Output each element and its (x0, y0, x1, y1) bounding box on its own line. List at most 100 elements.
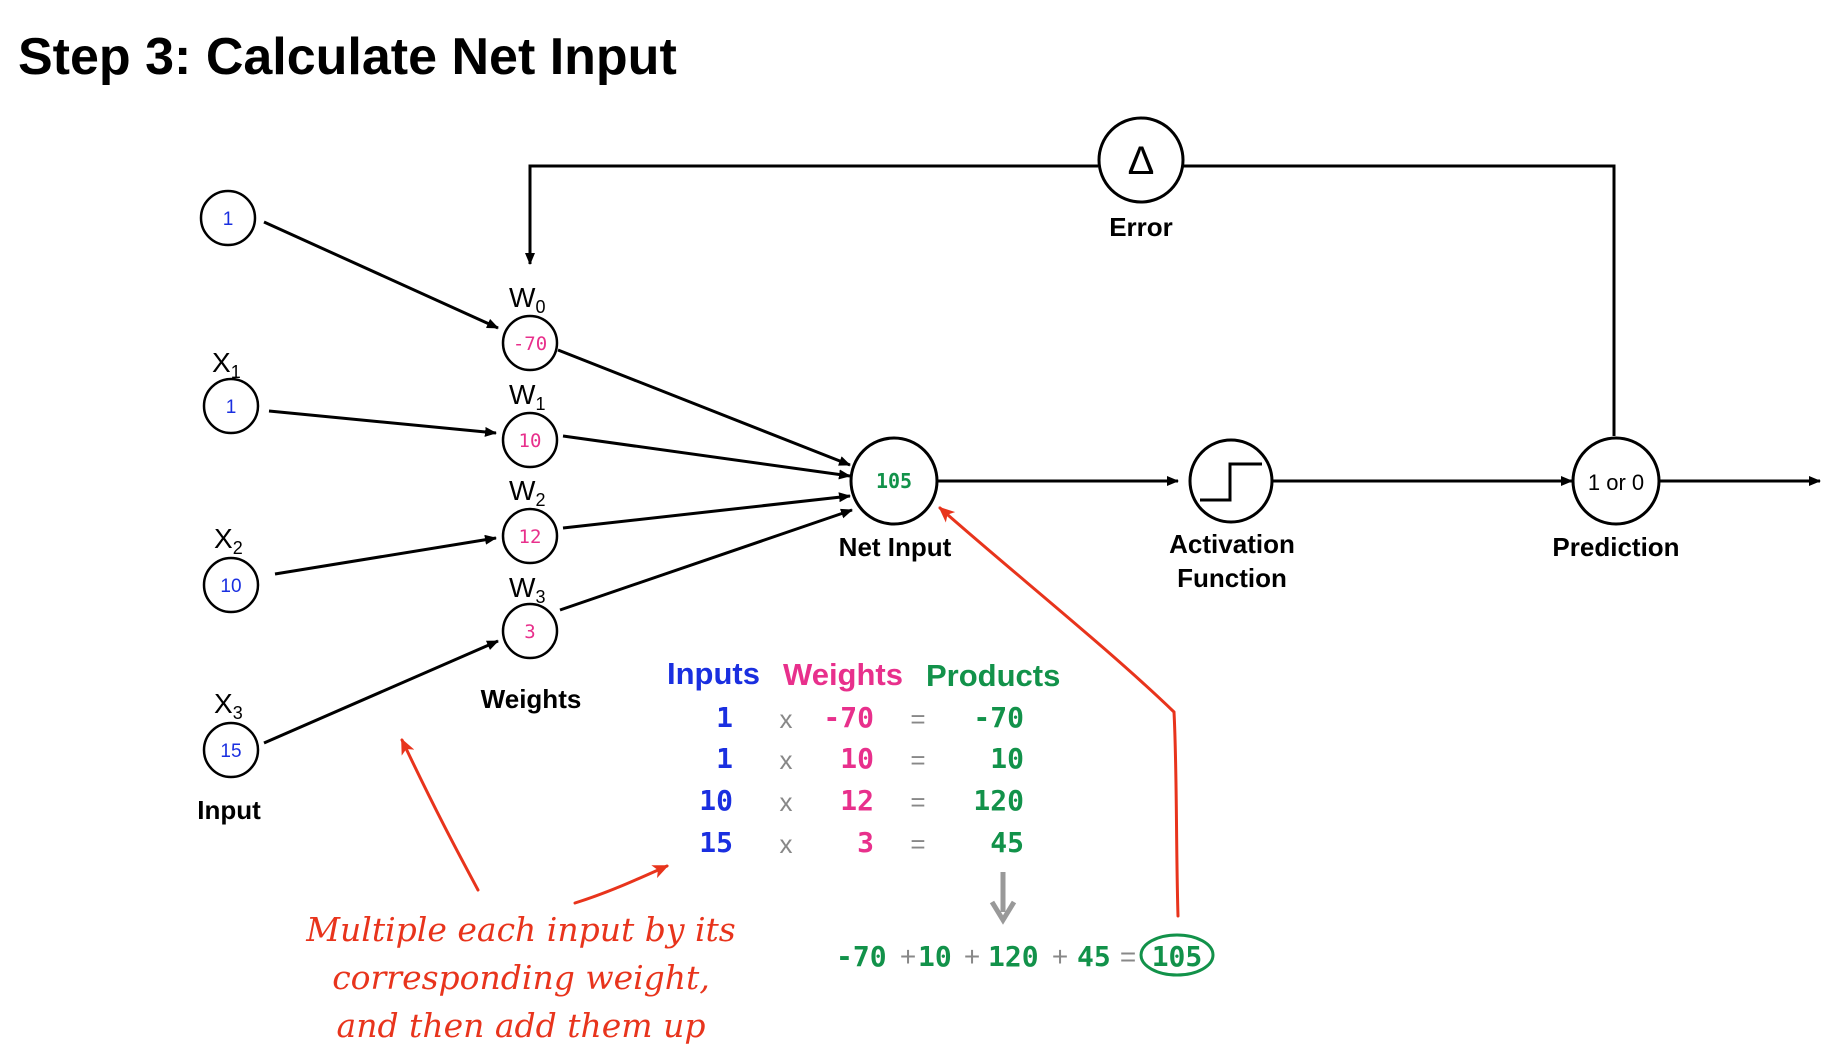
weight-to-net-edges (557, 348, 853, 612)
net-input-node: 105 Net Input (839, 436, 952, 562)
error-node: Δ Error (1097, 116, 1185, 242)
flow-edges (525, 164, 1821, 486)
prediction-circle (1571, 436, 1661, 526)
input-node-x3: X3 15 (202, 688, 260, 779)
table-row: 15 x 3 = 45 (699, 826, 1024, 859)
row-weight: 10 (840, 742, 874, 775)
net-input-circle (849, 436, 939, 526)
weight-node-circle (501, 314, 559, 372)
equals-symbol: = (1120, 941, 1136, 972)
result-highlight-ellipse (1139, 933, 1215, 977)
times-symbol: x (780, 829, 793, 859)
weight-node-value: 12 (519, 526, 542, 548)
sum-term: -70 (836, 940, 887, 973)
input-node-circle (202, 377, 260, 435)
equals-symbol: = (910, 829, 925, 859)
delta-icon: Δ (1128, 139, 1155, 183)
page-title: Step 3: Calculate Net Input (18, 28, 677, 86)
table-row: 1 x -70 = -70 (716, 701, 1024, 734)
weight-node-w2: W2 12 (501, 475, 559, 565)
edge-x2-w2 (274, 534, 497, 576)
sum-term: 45 (1077, 940, 1111, 973)
table-header-inputs: Inputs (667, 656, 760, 691)
sum-expression: -70 + 10 + 120 + 45 = 105 (836, 933, 1215, 977)
row-input: 10 (699, 784, 733, 817)
plus-symbol: + (964, 941, 980, 972)
weight-node-label: W3 (509, 572, 545, 607)
table-header-weights: Weights (783, 657, 903, 692)
table-header-products: Products (926, 658, 1060, 693)
input-node-label: X1 (212, 347, 241, 382)
edge-w0-net (557, 348, 851, 467)
times-symbol: x (780, 787, 793, 817)
input-caption: Input (197, 795, 261, 825)
input-node-x2: X2 10 (202, 523, 260, 614)
row-input: 1 (716, 701, 733, 734)
input-nodes: 1 X1 1 X2 10 X3 15 Input (197, 189, 261, 825)
weight-node-circle (501, 602, 559, 660)
edge-prediction-error (1182, 164, 1616, 436)
plus-symbol: + (900, 941, 916, 972)
input-to-weight-edges (263, 220, 499, 745)
edge-w2-net (562, 492, 851, 530)
error-circle (1097, 116, 1185, 204)
weight-node-value: 10 (519, 430, 542, 452)
prediction-label: Prediction (1552, 532, 1679, 562)
edge-w3-net (559, 508, 853, 612)
weight-node-w3: W3 3 (501, 572, 559, 660)
equals-symbol: = (910, 704, 925, 734)
row-product: 120 (973, 784, 1024, 817)
annotation-arrow-to-net-input (938, 506, 1180, 918)
input-node-label: X2 (214, 523, 243, 558)
prediction-node: 1 or 0 Prediction (1552, 436, 1680, 562)
equals-symbol: = (910, 787, 925, 817)
row-input: 15 (699, 826, 733, 859)
table-row: 1 x 10 = 10 (716, 742, 1024, 775)
row-weight: 3 (857, 826, 874, 859)
input-node-label: X3 (214, 688, 243, 723)
times-symbol: x (780, 704, 793, 734)
input-node-circle (202, 556, 260, 614)
annotation-line: corresponding weight, (332, 958, 710, 997)
prediction-value: 1 or 0 (1588, 470, 1644, 495)
edge-error-weights (525, 164, 1098, 265)
weight-node-w1: W1 10 (501, 379, 559, 469)
row-weight: 12 (840, 784, 874, 817)
net-input-value: 105 (876, 469, 912, 493)
down-arrow-icon (989, 872, 1017, 925)
net-input-label: Net Input (839, 532, 952, 562)
edge-x3-w3 (263, 639, 499, 745)
row-product: -70 (973, 701, 1024, 734)
annotation-text: Multiple each input by its corresponding… (305, 910, 735, 1045)
weight-node-w0: W0 -70 (501, 282, 559, 372)
edge-input0-w0 (263, 220, 499, 330)
input-node-value: 1 (223, 209, 234, 230)
weights-caption: Weights (481, 684, 582, 714)
weight-node-circle (501, 411, 559, 469)
weight-node-value: 3 (524, 621, 535, 643)
weight-node-label: W1 (509, 379, 545, 414)
error-label: Error (1109, 212, 1173, 242)
edge-x1-w1 (268, 409, 497, 437)
input-node-circle (202, 721, 260, 779)
input-node-circle (199, 189, 257, 247)
annotation-arrow-to-input-edges (400, 738, 480, 892)
edge-w1-net (562, 434, 851, 480)
step-function-icon (1200, 462, 1262, 502)
activation-node: Activation Function (1169, 438, 1295, 593)
weight-node-label: W0 (509, 282, 545, 317)
input-node-x1: X1 1 (202, 347, 260, 435)
activation-label-line2: Function (1177, 563, 1287, 593)
table-row: 10 x 12 = 120 (699, 784, 1024, 817)
row-product: 10 (990, 742, 1024, 775)
activation-label-line1: Activation (1169, 529, 1295, 559)
sum-term: 120 (988, 940, 1039, 973)
input-node-value: 1 (226, 397, 237, 418)
weight-node-circle (501, 507, 559, 565)
input-node-value: 10 (220, 576, 241, 597)
annotation-line: Multiple each input by its (305, 910, 735, 949)
input-node-value: 15 (220, 741, 241, 762)
weight-node-value: -70 (513, 333, 547, 355)
weight-nodes: W0 -70 W1 10 W2 12 W3 3 Weights (481, 282, 582, 714)
sum-result: 105 (1152, 940, 1203, 973)
